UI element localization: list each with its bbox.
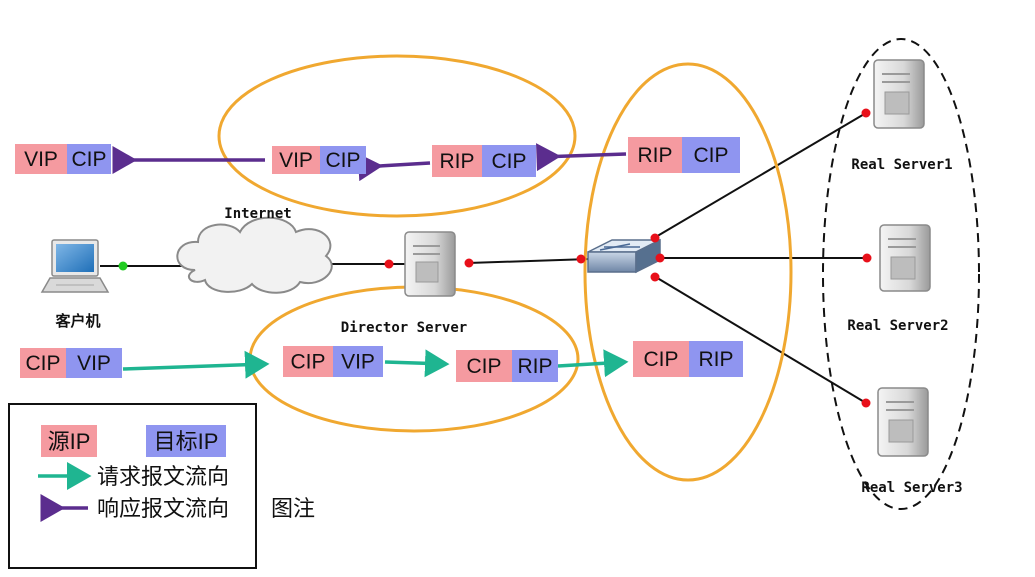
packet-source-cell	[456, 350, 512, 382]
legend-target-label: 目标IP	[154, 429, 219, 454]
packet-resp-switch: RIP CIP	[628, 137, 740, 173]
client-computer-icon	[40, 239, 110, 293]
switch-port-dot-rs3	[650, 272, 660, 282]
legend-target-swatch	[146, 425, 226, 457]
packet-source-ip: CIP	[290, 351, 325, 374]
client-label: 客户机	[54, 312, 100, 330]
director-port-dot-left	[384, 259, 394, 269]
rs3-port-dot	[861, 398, 871, 408]
real-server2-label: Real Server2	[847, 318, 948, 334]
legend-note: 图注	[271, 496, 315, 521]
client-port-dot	[118, 261, 128, 271]
packet-source-cell	[15, 144, 67, 174]
rs1-port-dot	[861, 108, 871, 118]
switch-port-dot-rs1	[650, 233, 660, 243]
packet-req-client: CIP VIP	[20, 348, 122, 378]
legend-response-label: 响应报文流向	[97, 496, 229, 521]
response-arrow-switch-to-director	[536, 143, 627, 172]
packet-target-cell	[512, 350, 558, 382]
real-server1-label: Real Server1	[851, 157, 952, 173]
request-arrows	[122, 349, 629, 379]
real-server1-icon	[873, 59, 925, 129]
legend: 源IP 目标IP 请求报文流向 响应报文流向	[8, 403, 257, 569]
rs2-port-dot	[862, 253, 872, 263]
packet-target-ip: VIP	[77, 352, 111, 375]
packet-target-ip: CIP	[71, 148, 106, 171]
packet-source-cell	[20, 348, 66, 378]
packet-target-cell	[333, 346, 383, 377]
request-arrow-director-to-switch	[557, 349, 629, 378]
director-label: Director Server	[341, 320, 467, 336]
packet-target-cell	[689, 341, 743, 377]
director-port-dot-right	[464, 258, 474, 268]
request-arrow-client-to-director	[122, 350, 270, 379]
switch-port-dot-left	[576, 254, 586, 264]
packet-req-switch: CIP RIP	[633, 341, 743, 377]
request-arrow-director-internal	[384, 349, 450, 378]
link-switch-rs1	[653, 112, 867, 239]
legend-request-label: 请求报文流向	[97, 464, 229, 489]
real-server3-icon	[877, 387, 929, 457]
internet-label: Internet	[224, 206, 291, 222]
packet-target-ip: CIP	[325, 149, 360, 172]
response-arrows	[112, 143, 627, 182]
ellipse-real-servers	[822, 38, 980, 510]
packet-source-ip: RIP	[439, 150, 474, 173]
packet-target-cell	[66, 348, 122, 378]
packet-source-ip: VIP	[279, 149, 313, 172]
packet-target-cell	[67, 144, 111, 174]
packet-target-ip: RIP	[698, 348, 733, 371]
switch-icon	[587, 238, 661, 274]
packet-source-cell	[633, 341, 689, 377]
packet-target-ip: CIP	[491, 150, 526, 173]
director-server-icon	[404, 231, 456, 297]
packet-target-cell	[682, 137, 740, 173]
connection-dots	[118, 108, 872, 408]
network-links	[100, 112, 867, 404]
packet-source-ip: CIP	[643, 348, 678, 371]
packet-source-cell	[432, 145, 482, 177]
packet-resp-mid: VIP CIP	[272, 146, 366, 174]
legend-source-label: 源IP	[48, 429, 91, 454]
internet-cloud-icon	[176, 216, 333, 294]
ellipse-response-director	[217, 54, 577, 218]
response-arrow-director-out	[357, 153, 431, 182]
real-server3-label: Real Server3	[861, 480, 962, 496]
packet-resp-client: VIP CIP	[15, 144, 111, 174]
packet-source-ip: VIP	[24, 148, 58, 171]
packet-target-cell	[482, 145, 536, 177]
packet-source-ip: CIP	[466, 355, 501, 378]
packet-target-cell	[320, 146, 366, 174]
packet-source-cell	[283, 346, 333, 377]
packet-target-ip: CIP	[693, 144, 728, 167]
ellipse-switch	[583, 62, 793, 482]
legend-source-swatch	[41, 425, 97, 457]
real-server2-icon	[879, 224, 931, 292]
packet-source-cell	[628, 137, 682, 173]
packet-target-ip: VIP	[341, 351, 375, 374]
packet-req-dir-out: CIP RIP	[456, 350, 558, 382]
packet-target-ip: RIP	[517, 355, 552, 378]
packet-req-dir-in: CIP VIP	[283, 346, 383, 377]
switch-port-dot-rs2	[655, 253, 665, 263]
packet-source-ip: RIP	[637, 144, 672, 167]
packet-source-cell	[272, 146, 320, 174]
packet-resp-dir: RIP CIP	[432, 145, 536, 177]
packet-source-ip: CIP	[25, 352, 60, 375]
link-director-switch	[467, 258, 591, 264]
link-switch-rs3	[653, 275, 867, 404]
